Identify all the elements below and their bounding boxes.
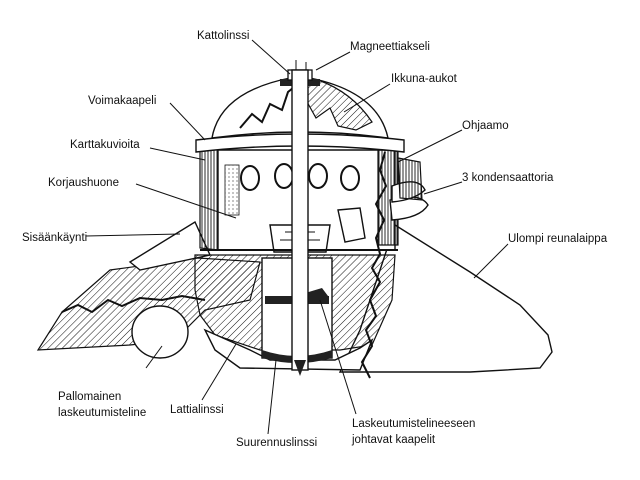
window-4 [340,165,360,191]
label-laskeutumis-line1: Laskeutumistelineeseen [352,418,475,430]
label-pallomainen-line1: Pallomainen [58,391,121,403]
label-sisaankaynti: Sisäänkäynti [22,232,87,244]
label-kondensaattoria: 3 kondensaattoria [462,172,554,184]
label-ikkuna-aukot: Ikkuna-aukot [391,73,458,85]
window-2 [274,163,294,189]
label-voimakaapeli: Voimakaapeli [88,95,156,107]
label-laskeutumis-line2: johtavat kaapelit [351,434,436,446]
label-korjaushuone: Korjaushuone [48,177,119,189]
magnetic-shaft [291,69,309,376]
label-lattialinssi: Lattialinssi [170,404,224,416]
cutaway-edge-right [360,151,388,379]
label-magneettiakseli: Magneettiakseli [350,41,430,53]
label-pallomainen-line2: laskeutumisteline [58,407,146,419]
capacitors [389,157,429,221]
window-1 [240,165,260,191]
labels: Kattolinssi Magneettiakseli Ikkuna-aukot… [22,30,608,449]
spherical-landing-gear [131,305,189,359]
leader-lines [85,39,509,435]
label-ohjaamo: Ohjaamo [462,120,509,132]
window-3 [308,163,328,189]
label-kattolinssi: Kattolinssi [197,30,249,42]
label-karttakuvioita: Karttakuvioita [70,139,140,151]
label-suurennuslinssi: Suurennuslinssi [236,437,317,449]
label-ulompi-reunalaippa: Ulompi reunalaippa [508,233,608,245]
